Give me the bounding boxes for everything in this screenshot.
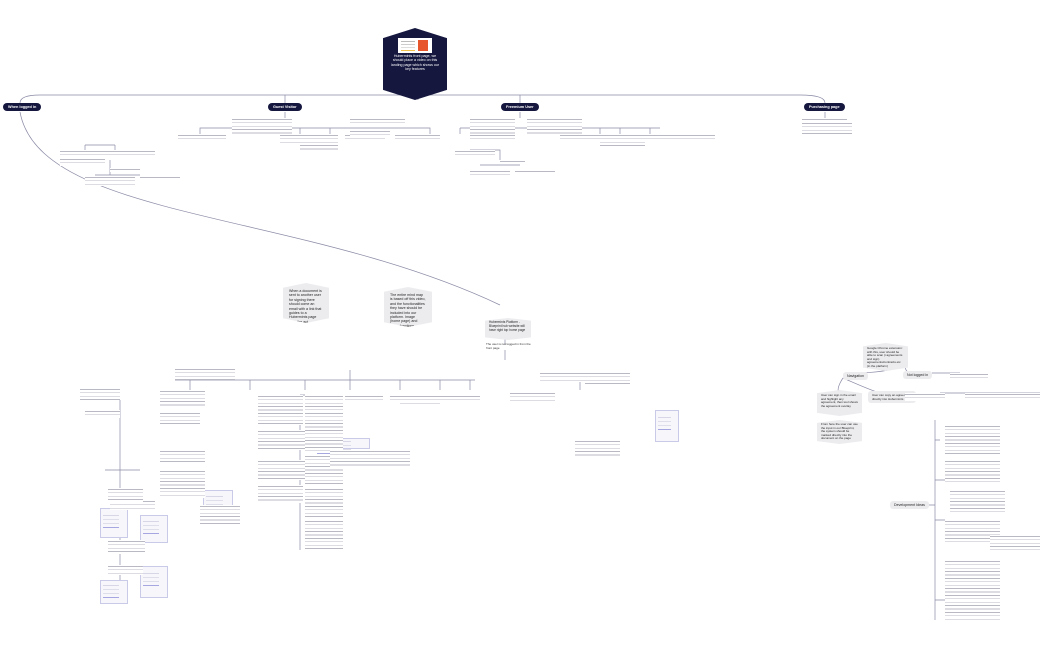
note-document-signing: When a document is sent to another user … bbox=[283, 283, 329, 323]
text-block bbox=[232, 118, 292, 136]
text-block bbox=[990, 535, 1040, 550]
text-block bbox=[108, 565, 143, 575]
branch-freemium-user[interactable]: Freemium User bbox=[501, 103, 539, 111]
text-block bbox=[80, 388, 120, 400]
text-block bbox=[560, 134, 610, 140]
text-block bbox=[305, 520, 343, 550]
sign-highlight-node: User can sign in the email and highlight… bbox=[817, 390, 862, 416]
text-block bbox=[300, 134, 338, 150]
text-block bbox=[60, 150, 110, 156]
extension-node: Google Chrome extension: with this, user… bbox=[863, 343, 908, 371]
text-block bbox=[965, 393, 1000, 398]
text-block bbox=[802, 118, 847, 122]
navigation-node[interactable]: Navigation bbox=[843, 372, 868, 380]
text-block bbox=[160, 450, 205, 464]
text-block bbox=[600, 134, 645, 148]
text-block bbox=[345, 134, 385, 142]
text-block bbox=[345, 395, 383, 403]
text-block bbox=[350, 130, 390, 138]
text-block bbox=[160, 412, 200, 426]
text-block bbox=[440, 395, 480, 403]
from-here-node: From here the user can use the input in … bbox=[817, 420, 862, 444]
text-block bbox=[110, 150, 155, 156]
text-block bbox=[540, 372, 585, 382]
text-block bbox=[802, 122, 852, 136]
text-block bbox=[1000, 393, 1040, 398]
text-block bbox=[160, 390, 205, 406]
text-block bbox=[905, 393, 945, 401]
text-block bbox=[85, 176, 135, 186]
branch-when-logged-in[interactable]: When logged in bbox=[3, 103, 42, 111]
text-block bbox=[500, 160, 525, 164]
branch-purchasing-page[interactable]: Purchasing page bbox=[804, 103, 845, 111]
not-logged-in-node[interactable]: Not logged in bbox=[903, 371, 933, 379]
screenshot-panel bbox=[655, 410, 679, 442]
note-mind-map-video: The entire mind map is based off this vi… bbox=[384, 287, 432, 327]
text-block bbox=[305, 412, 343, 452]
text-block bbox=[660, 134, 715, 140]
text-block bbox=[527, 118, 582, 136]
video-thumbnail[interactable] bbox=[398, 38, 432, 53]
text-block bbox=[455, 150, 495, 156]
text-block bbox=[945, 460, 1000, 485]
text-block bbox=[160, 470, 205, 498]
text-block bbox=[110, 168, 140, 172]
text-block bbox=[950, 373, 988, 379]
text-block bbox=[945, 425, 1000, 455]
text-block bbox=[400, 395, 440, 405]
text-block bbox=[470, 118, 515, 134]
text-block bbox=[370, 450, 410, 468]
text-block bbox=[395, 134, 440, 142]
text-block bbox=[945, 560, 1000, 620]
text-block bbox=[470, 170, 510, 178]
root-node: Hubermints front page, we should place a… bbox=[383, 28, 447, 100]
text-block bbox=[110, 500, 155, 510]
text-block bbox=[305, 395, 343, 410]
text-block bbox=[85, 410, 120, 418]
text-block bbox=[585, 372, 630, 386]
text-block bbox=[140, 176, 180, 180]
note-platform-home: Hubermints Platform - Blueprint hub webs… bbox=[485, 318, 531, 340]
screenshot-panel bbox=[140, 566, 168, 598]
text-block bbox=[470, 134, 515, 140]
text-block bbox=[258, 395, 303, 425]
screenshot-panel bbox=[100, 580, 128, 604]
screenshot-panel bbox=[140, 515, 168, 543]
text-block bbox=[178, 134, 226, 142]
screenshot-panel bbox=[100, 508, 128, 538]
platform-sub-note: The user is not logged in from the front… bbox=[486, 342, 531, 350]
text-block bbox=[200, 505, 240, 525]
text-block bbox=[108, 540, 143, 554]
text-block bbox=[950, 490, 1005, 515]
text-block bbox=[330, 450, 370, 468]
text-block bbox=[515, 170, 555, 174]
text-block bbox=[510, 392, 555, 402]
branch-guest-visitor[interactable]: Guest Visitor bbox=[268, 103, 302, 111]
text-block bbox=[258, 430, 308, 450]
text-block bbox=[305, 488, 343, 518]
development-ideas-node[interactable]: Development Ideas bbox=[890, 501, 929, 509]
text-block bbox=[280, 134, 310, 144]
text-block bbox=[258, 485, 303, 503]
text-block bbox=[258, 460, 308, 480]
text-block bbox=[175, 368, 235, 380]
copy-agreement-node: User can copy an agreement directly into… bbox=[868, 391, 916, 403]
text-block bbox=[60, 158, 105, 166]
text-block bbox=[350, 118, 405, 126]
text-block bbox=[108, 488, 143, 502]
root-text: Hubermints front page, we should place a… bbox=[390, 54, 440, 72]
text-block bbox=[575, 440, 620, 456]
